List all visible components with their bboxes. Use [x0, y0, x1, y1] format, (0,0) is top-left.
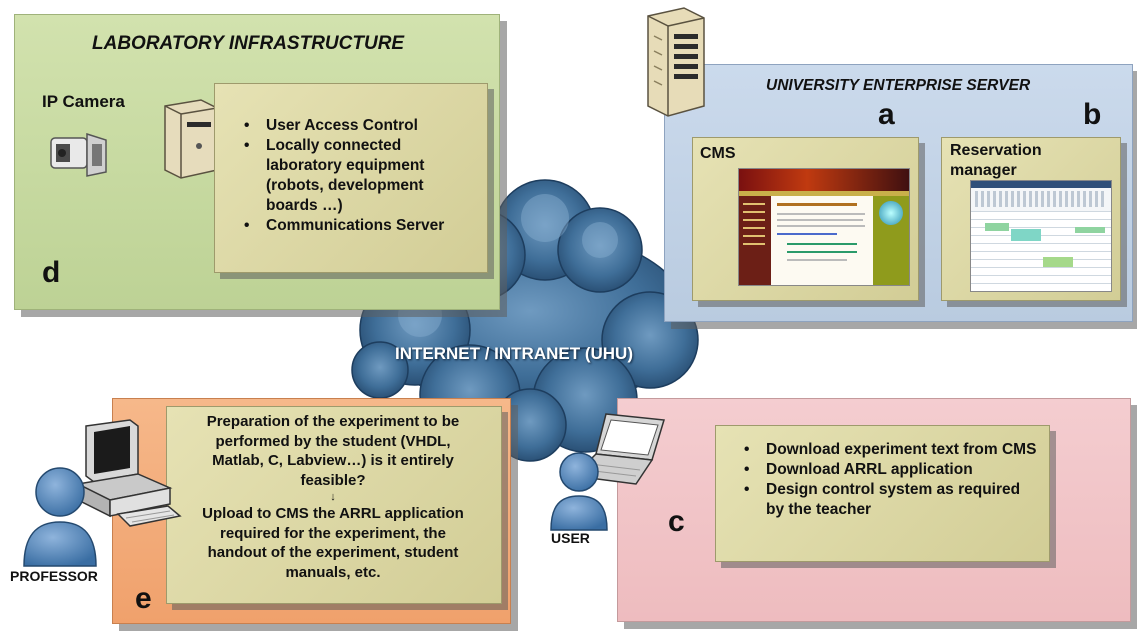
- user-person-icon: [550, 452, 608, 531]
- cms-screenshot: [738, 168, 910, 286]
- desktop-computer-icon: [75, 419, 182, 527]
- server-title: UNIVERSITY ENTERPRISE SERVER: [766, 77, 1031, 94]
- professor-info-box: [166, 406, 502, 604]
- professor-preparation-text: Preparation of the experiment to be perf…: [206, 413, 460, 489]
- professor-upload-text: Upload to CMS the ARRL application requi…: [202, 505, 464, 581]
- user-letter: c: [668, 505, 685, 538]
- lab-item: Locally connected laboratory equipment (…: [238, 136, 473, 216]
- lab-letter: d: [42, 256, 61, 289]
- professor-task-text: Preparation of the experiment to be perf…: [198, 412, 468, 582]
- network-label: INTERNET / INTRANET (UHU): [395, 344, 633, 363]
- enterprise-server-icon: [647, 7, 705, 117]
- cms-label: CMS: [700, 145, 736, 162]
- laboratory-title: LABORATORY INFRASTRUCTURE: [92, 33, 405, 54]
- lab-item: User Access Control: [238, 116, 473, 136]
- cms-letter: a: [878, 98, 895, 131]
- user-label: USER: [551, 530, 590, 546]
- lab-item: Communications Server: [238, 216, 473, 236]
- ip-camera-label: IP Camera: [42, 92, 125, 111]
- reservation-letter: b: [1083, 98, 1102, 131]
- lab-item-list: User Access Control Locally connected la…: [238, 116, 473, 236]
- ip-camera-icon: [50, 132, 107, 177]
- user-item-list: Download experiment text from CMS Downlo…: [738, 440, 1038, 520]
- user-item: Design control system as required by the…: [738, 480, 1038, 520]
- user-item: Download ARRL application: [738, 460, 1038, 480]
- professor-letter: e: [135, 582, 152, 615]
- professor-person-icon: [23, 467, 97, 567]
- reservation-label: Reservation manager: [950, 142, 1042, 179]
- lab-server-icon: [164, 99, 218, 179]
- professor-label: PROFESSOR: [10, 568, 98, 584]
- reservation-screenshot: [970, 180, 1112, 292]
- flow-arrow: ↓: [330, 491, 336, 503]
- user-item: Download experiment text from CMS: [738, 440, 1038, 460]
